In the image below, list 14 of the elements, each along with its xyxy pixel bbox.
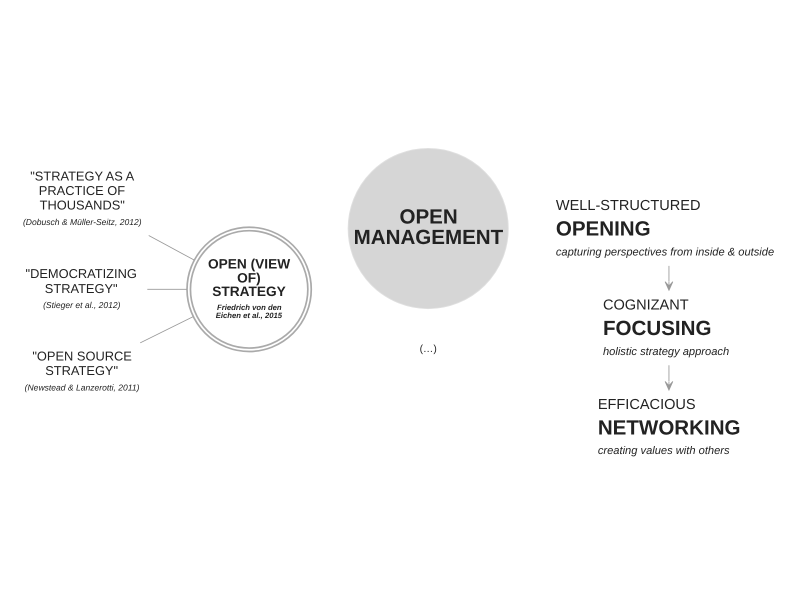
node-text: "STRATEGY AS A PRACTICE OF THOUSANDS" (Dobusch & Müller-Seitz, 2012): [22, 168, 142, 228]
label: (…): [420, 344, 437, 355]
node-text: "OPEN SOURCE STRATEGY" (Newstead & Lanzerotti, 2011): [24, 348, 140, 392]
connector: [140, 316, 194, 344]
arrow: [664, 364, 674, 390]
connector: [146, 288, 188, 290]
node-text: COGNIZANT FOCUSING holistic strategy approach: [602, 298, 730, 358]
arrow: [664, 265, 674, 291]
connector: [148, 235, 195, 260]
node-text: WELL-STRUCTURED OPENING capturing perspectives from inside & outside: [556, 198, 774, 258]
node-circle: OPEN (VIEW OF) STRATEGY Friedrich von den Eichen et al., 2015: [186, 226, 312, 352]
node-text: EFFICACIOUS NETWORKING creating values with others: [598, 396, 741, 458]
node-circle: OPEN MANAGEMENT: [348, 148, 509, 310]
node-text: "DEMOCRATIZING STRATEGY" (Stieger et al., 2012): [26, 266, 137, 310]
